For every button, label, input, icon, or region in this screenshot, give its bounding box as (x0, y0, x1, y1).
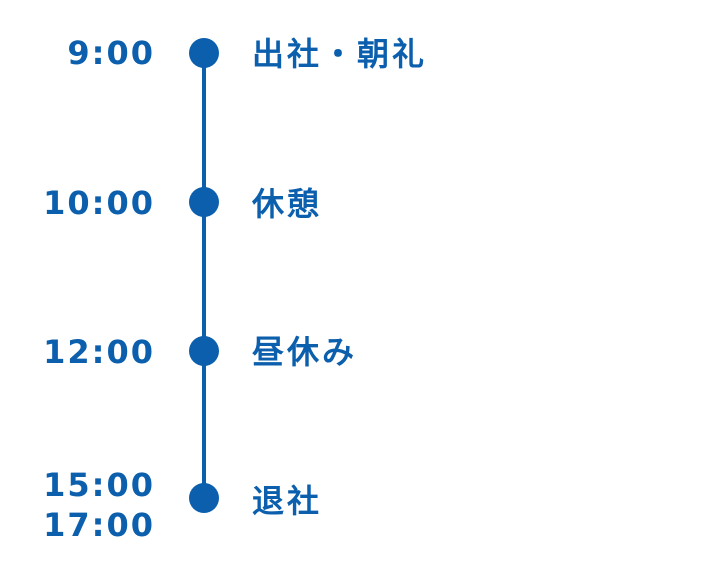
time-label-secondary: 17:00 (43, 506, 155, 544)
time-label: 15:00 (43, 466, 155, 504)
timeline-line (202, 53, 206, 498)
time-label: 12:00 (43, 333, 155, 371)
timeline-dot (189, 336, 219, 366)
timeline-dot (189, 187, 219, 217)
timeline-dot (189, 483, 219, 513)
event-label: 休憩 (252, 185, 323, 223)
event-label: 退社 (252, 482, 323, 520)
time-label: 10:00 (43, 184, 155, 222)
event-label: 出社・朝礼 (252, 35, 428, 73)
event-label: 昼休み (252, 333, 358, 371)
timeline-dot (189, 38, 219, 68)
time-label: 9:00 (67, 34, 155, 72)
